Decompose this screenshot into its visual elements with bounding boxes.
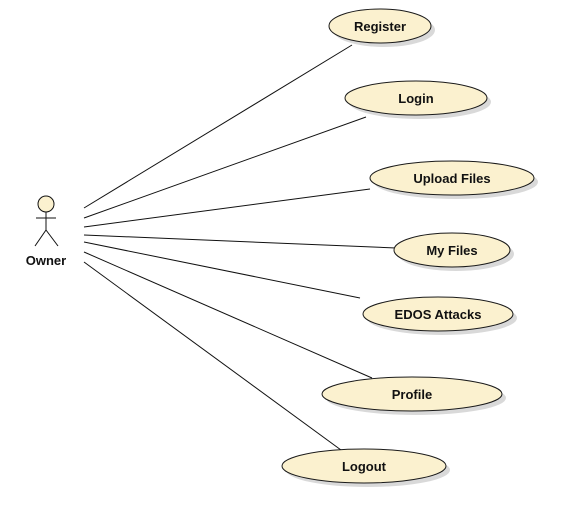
actor-left-leg bbox=[34, 229, 47, 247]
use-case-login: Login bbox=[344, 80, 491, 119]
use-case-my-files: My Files bbox=[393, 232, 514, 271]
use-case-label: Register bbox=[354, 19, 406, 34]
association-edos-attacks bbox=[83, 241, 361, 299]
use-case-label: Logout bbox=[342, 459, 387, 474]
use-case-oval bbox=[344, 80, 488, 116]
actor-right-leg bbox=[45, 229, 59, 247]
association-logout bbox=[83, 261, 342, 451]
use-case-register: Register bbox=[328, 8, 435, 47]
actor-owner: Owner bbox=[26, 195, 66, 268]
use-case-oval bbox=[321, 376, 503, 412]
use-case-upload-files: Upload Files bbox=[369, 160, 538, 199]
association-my-files bbox=[83, 234, 397, 249]
use-case-oval bbox=[328, 8, 432, 44]
use-case-label: EDOS Attacks bbox=[395, 307, 482, 322]
actor-head bbox=[37, 195, 55, 213]
association-profile bbox=[83, 251, 373, 379]
use-case-oval bbox=[393, 232, 511, 268]
use-case-oval bbox=[281, 448, 447, 484]
use-case-oval bbox=[362, 296, 514, 332]
association-register bbox=[83, 44, 353, 209]
use-case-edos-attacks: EDOS Attacks bbox=[362, 296, 517, 335]
use-case-label: Login bbox=[398, 91, 433, 106]
use-case-label: My Files bbox=[426, 243, 477, 258]
use-case-profile: Profile bbox=[321, 376, 506, 415]
actor-name: Owner bbox=[26, 253, 66, 268]
use-case-oval bbox=[369, 160, 535, 196]
association-upload-files bbox=[83, 188, 371, 228]
associations bbox=[83, 44, 397, 451]
use-case-logout: Logout bbox=[281, 448, 450, 487]
association-login bbox=[83, 116, 367, 219]
use-case-label: Profile bbox=[392, 387, 432, 402]
use-case-label: Upload Files bbox=[413, 171, 490, 186]
